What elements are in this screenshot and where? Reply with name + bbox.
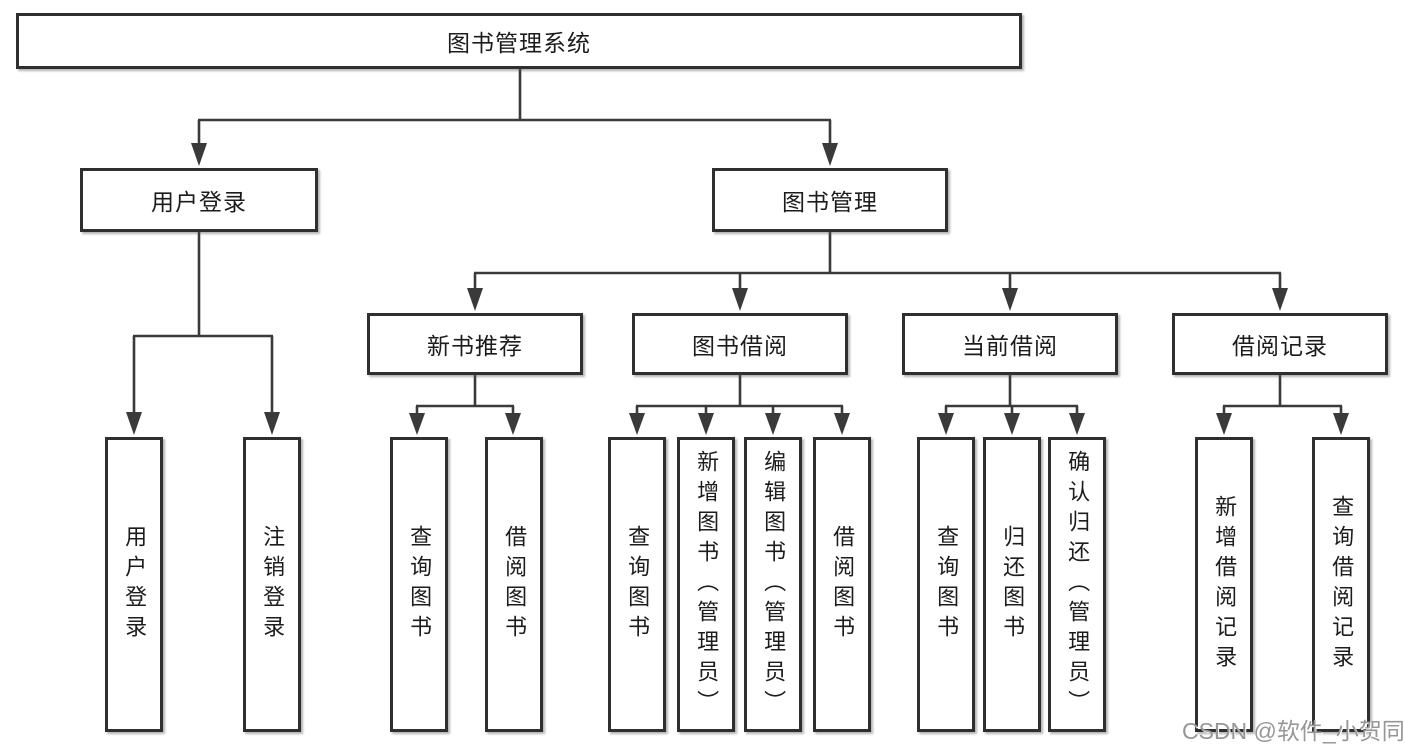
node-label: 图书借阅 xyxy=(692,333,788,359)
node-user-login: 用户登录 xyxy=(80,168,318,232)
leaf-query-books-borrowing: 查询图书 xyxy=(608,437,666,732)
node-borrow-records: 借阅记录 xyxy=(1172,313,1388,375)
leaf-logout-login: 注销登录 xyxy=(243,437,301,732)
leaf-user-login: 用户登录 xyxy=(105,437,163,732)
node-label: 借阅图书 xyxy=(830,524,856,645)
leaf-query-books-current: 查询图书 xyxy=(917,437,975,732)
node-library-management-system: 图书管理系统 xyxy=(16,13,1022,69)
node-label: 归还图书 xyxy=(1000,524,1026,645)
node-label: 图书管理 xyxy=(782,189,878,215)
node-label: 新增借阅记录 xyxy=(1212,494,1238,675)
node-label: 查询借阅记录 xyxy=(1329,494,1355,675)
node-label: 新书推荐 xyxy=(427,333,523,359)
leaf-return-books: 归还图书 xyxy=(983,437,1041,732)
node-book-management: 图书管理 xyxy=(712,168,948,232)
leaf-borrow-books-newbook: 借阅图书 xyxy=(485,437,543,732)
node-label: 新增图书（管理员） xyxy=(694,449,720,720)
leaf-add-borrow-record: 新增借阅记录 xyxy=(1195,437,1253,732)
node-label: 图书管理系统 xyxy=(447,30,591,56)
leaf-edit-book-admin: 编辑图书（管理员） xyxy=(744,437,802,732)
node-label: 编辑图书（管理员） xyxy=(761,449,787,720)
node-label: 查询图书 xyxy=(625,524,651,645)
leaf-query-books-newbook: 查询图书 xyxy=(390,437,448,732)
leaf-confirm-return-admin: 确认归还（管理员） xyxy=(1048,437,1106,732)
node-label: 查询图书 xyxy=(407,524,433,645)
node-current-borrowing: 当前借阅 xyxy=(902,313,1118,375)
node-book-borrowing: 图书借阅 xyxy=(632,313,848,375)
leaf-query-borrow-record: 查询借阅记录 xyxy=(1312,437,1370,732)
node-label: 当前借阅 xyxy=(962,333,1058,359)
leaf-borrow-books-borrowing: 借阅图书 xyxy=(813,437,871,732)
leaf-add-book-admin: 新增图书（管理员） xyxy=(677,437,735,732)
node-label: 借阅记录 xyxy=(1232,333,1328,359)
node-label: 注销登录 xyxy=(260,524,286,645)
node-label: 查询图书 xyxy=(934,524,960,645)
node-label: 借阅图书 xyxy=(502,524,528,645)
node-new-book-recommend: 新书推荐 xyxy=(367,313,583,375)
node-label: 用户登录 xyxy=(151,189,247,215)
csdn-watermark: CSDN @软件_小贺同学 xyxy=(1182,718,1405,744)
node-label: 用户登录 xyxy=(122,524,148,645)
node-label: 确认归还（管理员） xyxy=(1065,449,1091,720)
